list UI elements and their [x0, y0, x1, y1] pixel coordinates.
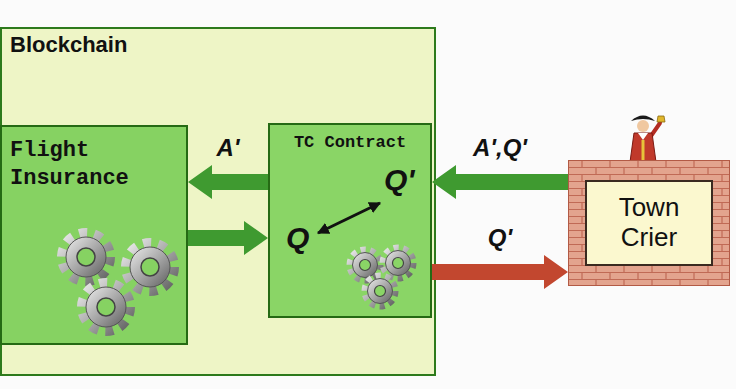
gear — [82, 283, 130, 331]
gear — [62, 233, 110, 281]
edge-label: A',Q' — [473, 134, 527, 162]
edge-label-text: A' — [216, 134, 239, 161]
flow-arrow — [432, 165, 568, 199]
gear — [350, 250, 380, 280]
oracle-wall: Town Crier — [568, 160, 730, 286]
blockchain-region: Blockchain Flight Insurance — [0, 27, 436, 376]
edge-label: A' — [216, 134, 239, 162]
town-crier-figure — [618, 112, 668, 178]
edge-label: Q' — [488, 224, 512, 252]
gear — [383, 248, 413, 278]
symbol-label-text: Q — [286, 221, 309, 254]
gear — [126, 243, 174, 291]
region-title: Blockchain — [10, 32, 426, 58]
edge-label-text: Q' — [488, 224, 512, 251]
double-arrow — [318, 203, 380, 233]
symbol-label: Q — [286, 221, 309, 255]
contract-box: TC ContractQ' Q — [268, 123, 432, 318]
oracle-name: Town Crier — [591, 193, 707, 253]
symbol-label-text: Q' — [384, 163, 414, 196]
edge-label-text: A',Q' — [473, 134, 527, 161]
box-title: TC Contract — [274, 133, 426, 152]
flow-arrow — [432, 255, 568, 289]
process-box: Flight Insurance — [0, 125, 188, 345]
gear — [365, 276, 395, 306]
box-title: Flight Insurance — [10, 137, 178, 192]
symbol-label: Q' — [384, 163, 414, 197]
sign-board: Town Crier — [585, 180, 713, 266]
